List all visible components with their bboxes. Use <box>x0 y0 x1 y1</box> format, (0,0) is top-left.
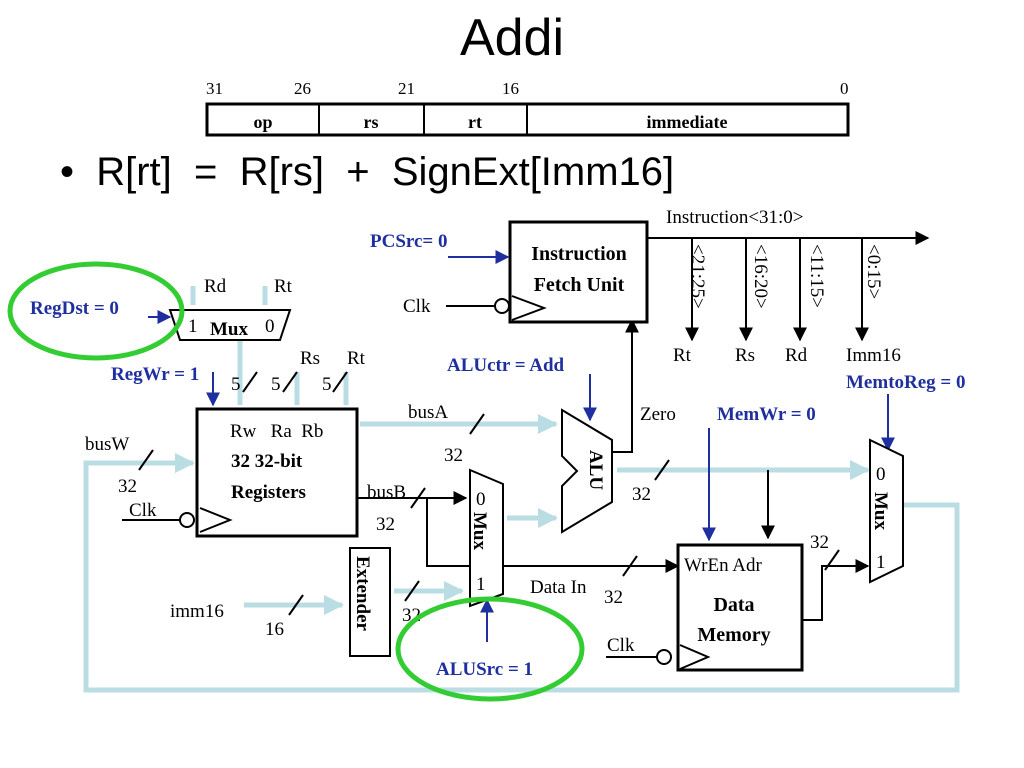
pcsrc-label: PCSrc= 0 <box>370 231 448 252</box>
data-memory: WrEn Adr Data Memory Clk Data In 32 32 <box>530 532 829 672</box>
busa-width: 32 <box>444 445 463 466</box>
alusrc-label: ALUSrc = 1 <box>436 659 533 680</box>
instruction-fetch-unit: Instruction Fetch Unit Clk Instruction<3… <box>403 207 901 366</box>
ifu-label-line2: Fetch Unit <box>534 274 625 296</box>
width-5-rw: 5 <box>231 374 241 395</box>
regdst-rt-label: Rt <box>274 276 293 297</box>
reg-ports: Rw Ra Rb <box>230 421 323 442</box>
tap-0-15: <0:15> <box>863 244 884 299</box>
memory-out-width: 32 <box>810 532 829 553</box>
regdst-in0: 0 <box>265 316 275 337</box>
regdst-highlight <box>7 261 185 361</box>
memory-clock-icon <box>679 644 711 670</box>
instruction-bus-label: Instruction<31:0> <box>666 207 804 228</box>
busb-label: busB <box>367 482 406 503</box>
data-buses <box>83 286 960 693</box>
reg-rt-label: Rt <box>347 348 366 369</box>
field-rt: rt <box>468 112 482 132</box>
aluctr-label: ALUctr = Add <box>447 355 565 376</box>
extender: Extender imm16 16 32 <box>170 547 421 657</box>
alusrc-in0: 0 <box>476 489 486 510</box>
memory-clk-label: Clk <box>607 635 635 656</box>
extender-label: Extender <box>352 556 373 632</box>
bit-16: 16 <box>502 79 519 98</box>
busa-label: busA <box>408 402 448 423</box>
busw-label: busW <box>85 434 129 455</box>
reg-label-line2: Registers <box>231 482 306 503</box>
memtoreg-in1: 1 <box>876 552 886 573</box>
reg-rs-label: Rs <box>300 348 320 369</box>
ifu-label-line1: Instruction <box>531 243 627 265</box>
writeback-bus <box>83 453 960 693</box>
data-in-label: Data In <box>530 577 587 598</box>
imm16-width: 16 <box>265 619 284 640</box>
alusrc-mux: 0 1 Mux <box>469 468 504 608</box>
tap-11-15: <11:15> <box>806 244 827 308</box>
data-in-width: 32 <box>604 587 623 608</box>
regdst-label: RegDst = 0 <box>30 298 119 319</box>
width-5-rb: 5 <box>322 374 332 395</box>
width-5-ra: 5 <box>271 374 281 395</box>
alusrc-in1: 1 <box>476 574 486 595</box>
field-op: op <box>253 112 272 132</box>
field-rs: rs <box>364 112 379 132</box>
memtoreg-mux-label: Mux <box>870 492 891 531</box>
tap-name-imm16: Imm16 <box>846 345 901 366</box>
wires <box>122 231 930 658</box>
imm16-label: imm16 <box>170 601 224 622</box>
field-immediate: immediate <box>647 112 728 132</box>
tap-16-20: <16:20> <box>750 244 771 309</box>
reg-clock-icon <box>199 507 233 533</box>
memory-label-line1: Data <box>713 594 754 616</box>
bit-31: 31 <box>206 79 223 98</box>
regdst-in1: 1 <box>188 316 198 337</box>
tap-name-rt: Rt <box>673 345 692 366</box>
formula-bullet: • R[rt] = R[rs] + SignExt[Imm16] <box>60 150 675 194</box>
memtoreg-mux: 0 1 Mux <box>869 438 904 584</box>
alu-label: ALU <box>585 450 606 490</box>
alu: ALU Zero 32 <box>561 404 676 534</box>
regdst-mux: Rd Rt 1 0 Mux <box>168 276 293 341</box>
instruction-format: 31 26 21 16 0 op rs rt immediate <box>205 79 850 137</box>
alusrc-mux-label: Mux <box>469 512 490 551</box>
alusrc-highlight <box>395 596 585 702</box>
ifu-clock-icon <box>511 295 547 321</box>
highlights <box>7 261 585 702</box>
memory-label-line2: Memory <box>697 624 770 646</box>
regdst-rd-label: Rd <box>204 276 227 297</box>
reg-label-line1: 32 32-bit <box>231 451 303 472</box>
busb-width: 32 <box>376 514 395 535</box>
regdst-mux-label: Mux <box>210 319 249 340</box>
control-wires <box>148 250 895 642</box>
bit-26: 26 <box>294 79 311 98</box>
bit-0: 0 <box>840 79 849 98</box>
slide-title: Addi <box>459 9 565 67</box>
reg-clk-label: Clk <box>129 500 157 521</box>
ifu-clk-label: Clk <box>403 296 431 317</box>
memwr-label: MemWr = 0 <box>717 404 816 425</box>
alu-zero-label: Zero <box>640 404 676 425</box>
bit-21: 21 <box>398 79 415 98</box>
register-file: Rs Rt 5 5 5 Rw Ra Rb 32 32-bit Registers… <box>85 348 463 538</box>
alu-out-width: 32 <box>632 484 651 505</box>
memtoreg-label: MemtoReg = 0 <box>846 372 966 393</box>
control-labels: PCSrc= 0 RegDst = 0 RegWr = 1 ALUctr = A… <box>30 231 966 680</box>
busw-width: 32 <box>118 476 137 497</box>
tap-name-rs: Rs <box>735 345 755 366</box>
memtoreg-in0: 0 <box>876 464 886 485</box>
tap-21-25: <21:25> <box>687 244 708 309</box>
tap-name-rd: Rd <box>785 345 808 366</box>
regwr-label: RegWr = 1 <box>111 364 199 385</box>
memory-ports: WrEn Adr <box>684 555 763 576</box>
